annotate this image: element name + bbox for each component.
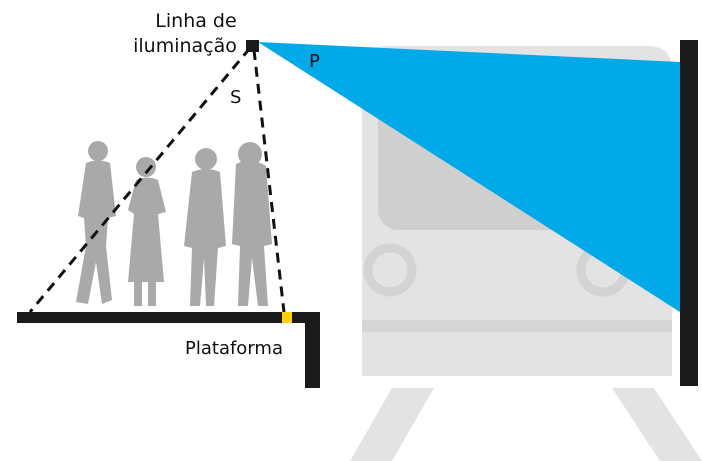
lighting-fixture	[246, 40, 259, 52]
lighting-line-label-2: iluminação	[133, 35, 237, 57]
right-rail	[612, 388, 702, 461]
label-s: S	[230, 87, 241, 108]
person-silhouette	[128, 157, 166, 306]
lighting-line-label-1: Linha de	[155, 10, 236, 32]
sight-lines-s	[28, 47, 286, 313]
left-headlight	[363, 243, 417, 297]
sight-line-right	[252, 49, 286, 313]
left-rail	[350, 388, 434, 461]
light-beam-p	[258, 42, 680, 312]
sight-line-left	[28, 47, 252, 313]
person-silhouette	[232, 142, 272, 306]
platform-label: Plataforma	[185, 338, 283, 359]
platform-wall	[305, 312, 320, 388]
person-silhouette	[76, 141, 116, 304]
person-silhouette	[184, 148, 226, 306]
train-bumper	[362, 320, 672, 332]
platform-structure	[17, 312, 320, 388]
platform-edge-marker	[282, 312, 292, 323]
platform-deck	[17, 312, 320, 323]
label-p: P	[309, 51, 320, 72]
right-wall	[680, 40, 698, 386]
